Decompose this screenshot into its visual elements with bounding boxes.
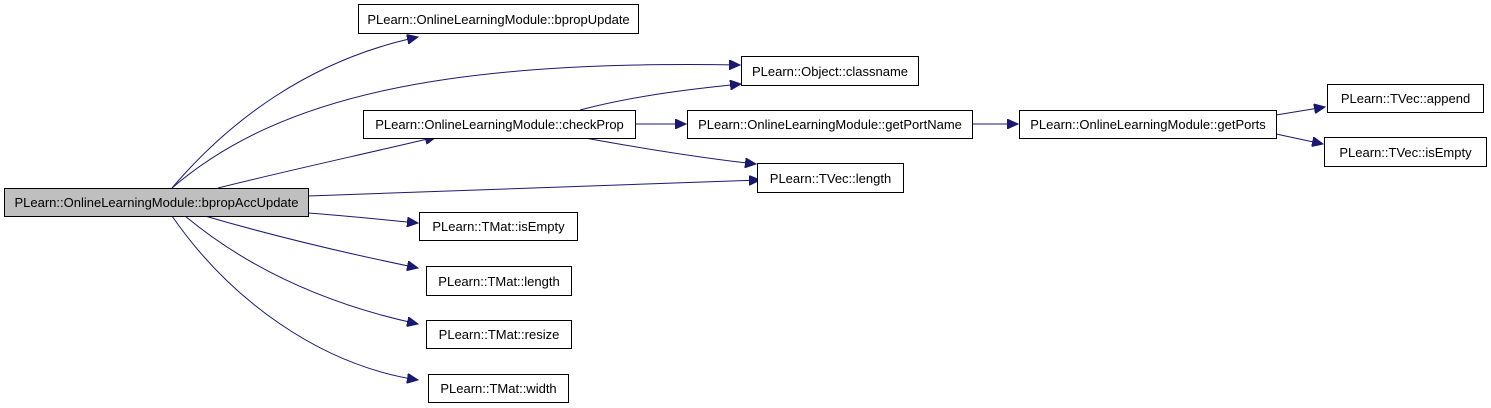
- edge-bpropacc-tmatisempty: [307, 212, 418, 223]
- edge-bpropacc-classname: [171, 65, 740, 189]
- node-tmat-length[interactable]: PLearn::TMat::length: [426, 266, 572, 296]
- node-tmat-width[interactable]: PLearn::TMat::width: [428, 374, 569, 403]
- edge-bpropacc-tveclength: [307, 180, 760, 197]
- edge-bpropacc-bpropupdate: [171, 37, 418, 189]
- edge-checkprop-classname: [579, 84, 741, 111]
- node-tmat-isempty[interactable]: PLearn::TMat::isEmpty: [419, 212, 578, 241]
- edge-bpropacc-tmatlength: [204, 215, 418, 268]
- node-bpropupdate[interactable]: PLearn::OnlineLearningModule::bpropUpdat…: [358, 4, 639, 34]
- node-object-classname[interactable]: PLearn::Object::classname: [741, 56, 919, 86]
- node-tvec-isempty[interactable]: PLearn::TVec::isEmpty: [1324, 137, 1487, 167]
- node-getportname[interactable]: PLearn::OnlineLearningModule::getPortNam…: [687, 110, 973, 139]
- edge-getports-tvecisempty: [1275, 133, 1323, 144]
- node-getports[interactable]: PLearn::OnlineLearningModule::getPorts: [1019, 110, 1277, 139]
- edge-getports-tvecappend: [1275, 107, 1325, 116]
- node-checkprop[interactable]: PLearn::OnlineLearningModule::checkProp: [363, 110, 636, 139]
- node-tvec-append[interactable]: PLearn::TVec::append: [1327, 84, 1484, 113]
- edge-bpropacc-tmatresize: [184, 215, 418, 324]
- edge-checkprop-tveclength: [584, 137, 756, 164]
- edge-bpropacc-tmatwidth: [171, 215, 418, 380]
- node-tvec-length[interactable]: PLearn::TVec::length: [757, 163, 904, 193]
- node-tmat-resize[interactable]: PLearn::TMat::resize: [426, 320, 572, 349]
- edge-bpropacc-checkprop: [217, 137, 436, 189]
- node-bpropaccupdate[interactable]: PLearn::OnlineLearningModule::bpropAccUp…: [4, 188, 309, 217]
